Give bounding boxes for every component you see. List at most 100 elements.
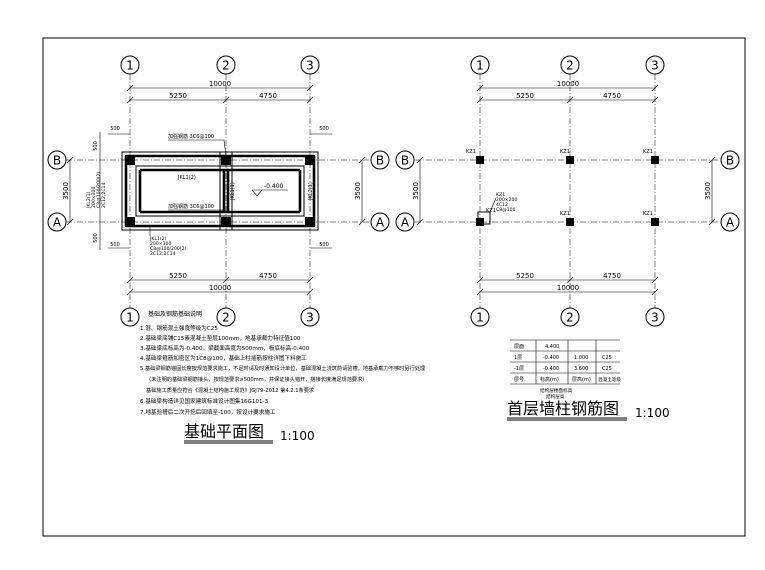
- dim-offset-3: 500: [110, 242, 120, 248]
- col-dim-span2-bottom: 4750: [603, 272, 621, 280]
- column-a2: [221, 217, 231, 227]
- col-grid-bubble-b-right: [720, 150, 740, 170]
- kz-a3: [651, 218, 659, 226]
- col-grid-label-3-bottom: 3: [651, 311, 659, 325]
- beam-note-bottom: JKL1(2) 200×300 C8@100/200(2) 2C12;2C14: [149, 236, 188, 257]
- beam-label-mid: JKL1(1): [230, 182, 236, 201]
- note-1: 1.混、钢筋混土强度等级为C25: [140, 324, 218, 332]
- grid-bubble-a-left: [47, 212, 67, 232]
- col-grid-bubble-a-left: [395, 212, 415, 232]
- note-8: 6.基础梁构造详见国家建筑标准设计图集16G101-3: [140, 397, 269, 405]
- table-r2-c2: 3.600: [574, 366, 588, 372]
- grid-label-2-top: 2: [222, 59, 230, 73]
- kz-label-a2: KZ1: [560, 211, 570, 217]
- column-b1: [125, 155, 135, 165]
- grid-label-2-bottom: 2: [222, 311, 230, 325]
- col-grid-bubble-3-bottom: [645, 307, 665, 327]
- column-b3: [305, 155, 315, 165]
- note-2: 2.基础梁底铺C15素混凝土垫层100mm，地基承载力特征值100: [140, 334, 301, 342]
- grid-label-b-right: B: [376, 154, 384, 168]
- col-grid-label-1-top: 1: [476, 59, 484, 73]
- col-grid-bubble-a-right: [720, 212, 740, 232]
- kz-label-b2: KZ1: [560, 149, 570, 155]
- note-6: （未注明的基础梁钢筋接头，按规范要求≥500mm，并保证接头错开，搭接长度满足规…: [146, 375, 367, 383]
- dim-depth-left: 3500: [62, 182, 70, 200]
- grid-label-1-bottom: 1: [126, 311, 134, 325]
- kz-label-a1: KZ1: [486, 208, 496, 214]
- table-r1-c2: 1.000: [574, 355, 588, 361]
- kz-label-b1: KZ1: [466, 149, 476, 155]
- grid-bubble-2-bottom: [216, 307, 236, 327]
- beam-label-right: JKL2(1): [308, 182, 314, 201]
- column-plan-scale: 1:100: [635, 406, 670, 420]
- col-grid-bubble-b-left: [395, 150, 415, 170]
- table-r3-c0: 层号: [514, 377, 524, 383]
- table-r0-c1: 4.400: [545, 344, 559, 350]
- col-grid-bubble-1-bottom: [470, 307, 490, 327]
- rebar-label-top: 加强钢筋 3C6@100: [168, 133, 214, 140]
- dim-span1-bottom: 5250: [169, 272, 187, 280]
- table-r2-c0: -1层: [514, 366, 524, 372]
- dim-span2-top: 4750: [259, 92, 277, 100]
- kz-b2: [566, 156, 574, 164]
- dim-span1-top: 5250: [169, 92, 187, 100]
- dim-total-top: 10000: [209, 80, 231, 88]
- kz-label-b3: KZ1: [643, 149, 653, 155]
- level-table: 层面 4.400 1层 -0.400 1.000 C25 -1层 -0.400 …: [510, 339, 621, 400]
- grid-label-a-right: A: [376, 216, 385, 230]
- col-dim-total-top: 10000: [557, 80, 579, 88]
- kz-detail-note: KZ1 200×200 4C12 C8@100: [496, 192, 519, 213]
- foundation-plan-scale: 1:100: [280, 429, 315, 443]
- table-r3-c1: 标高(m): [540, 376, 559, 383]
- table-r1-c3: C25: [602, 355, 612, 361]
- table-r2-c3: C25: [602, 366, 612, 372]
- col-grid-label-2-bottom: 2: [566, 311, 574, 325]
- dim-depth-right: 3500: [354, 182, 362, 200]
- col-grid-label-3-top: 3: [651, 59, 659, 73]
- col-grid-bubble-1-top: [470, 55, 490, 75]
- dim-offset-1: 500: [110, 126, 120, 132]
- col-grid-bubble-3-top: [645, 55, 665, 75]
- grid-bubble-b-right: [370, 150, 390, 170]
- table-r0-c0: 层面: [514, 344, 524, 350]
- table-r1-c1: -0.400: [543, 355, 559, 361]
- col-grid-label-b-left: B: [401, 154, 409, 168]
- dim-offset-6: 500: [93, 233, 99, 243]
- grid-bubble-3-top: [300, 55, 320, 75]
- col-grid-label-2-top: 2: [566, 59, 574, 73]
- col-grid-bubble-2-top: [560, 55, 580, 75]
- col-grid-label-b-right: B: [726, 154, 734, 168]
- dim-offset-4: 500: [319, 242, 329, 248]
- note-9: 7.地基验槽后二次开挖后回填至-100，按设计要求施工: [140, 408, 276, 416]
- kz-label-a3: KZ1: [643, 211, 653, 217]
- grid-bubble-a-right: [370, 212, 390, 232]
- column-plan-title: 首层墙柱钢筋图: [507, 399, 619, 418]
- note-7: 基础施工质量应符合《混凝土结构施工规范》JGJ79-2012 第4.2.1条要求: [146, 386, 315, 394]
- dim-total-bottom: 10000: [209, 284, 231, 292]
- column-plan: 1 2 3 1 2 3 B A B A 10000 5250 4750: [395, 55, 740, 421]
- beam-note-left: JKL2(1) 200×300 C8@100/200(2) 2C12;2C14: [86, 170, 107, 209]
- col-dim-span2-top: 4750: [603, 92, 621, 100]
- elevation-label: -0.400: [264, 183, 284, 190]
- kz-b1: [476, 156, 484, 164]
- col-grid-label-a-right: A: [726, 216, 735, 230]
- grid-label-3-bottom: 3: [306, 311, 314, 325]
- foundation-plan-title: 基础平面图: [184, 422, 264, 441]
- dim-offset-5: 500: [93, 141, 99, 151]
- grid-label-1-top: 1: [126, 59, 134, 73]
- notes-title: 基础及钢筋基础说明: [148, 310, 202, 318]
- table-r2-c1: -0.400: [543, 366, 559, 372]
- kz-a1: [476, 218, 484, 226]
- grid-bubble-3-bottom: [300, 307, 320, 327]
- grid-label-a-left: A: [53, 216, 62, 230]
- grid-label-3-top: 3: [306, 59, 314, 73]
- col-dim-span1-bottom: 5250: [516, 272, 534, 280]
- col-dim-depth-right: 3500: [704, 182, 712, 200]
- foundation-plan: 1 2 3 1 2 3 B A B A 10000 5250 4750: [47, 55, 426, 444]
- grid-bubble-b-left: [47, 150, 67, 170]
- col-grid-bubble-2-bottom: [560, 307, 580, 327]
- note-4: 4.基础梁箍筋加密区为1C8@100，基础上柱插筋按柱详图下料施工: [140, 354, 307, 362]
- col-grid-label-a-left: A: [401, 216, 410, 230]
- col-dim-span1-top: 5250: [516, 92, 534, 100]
